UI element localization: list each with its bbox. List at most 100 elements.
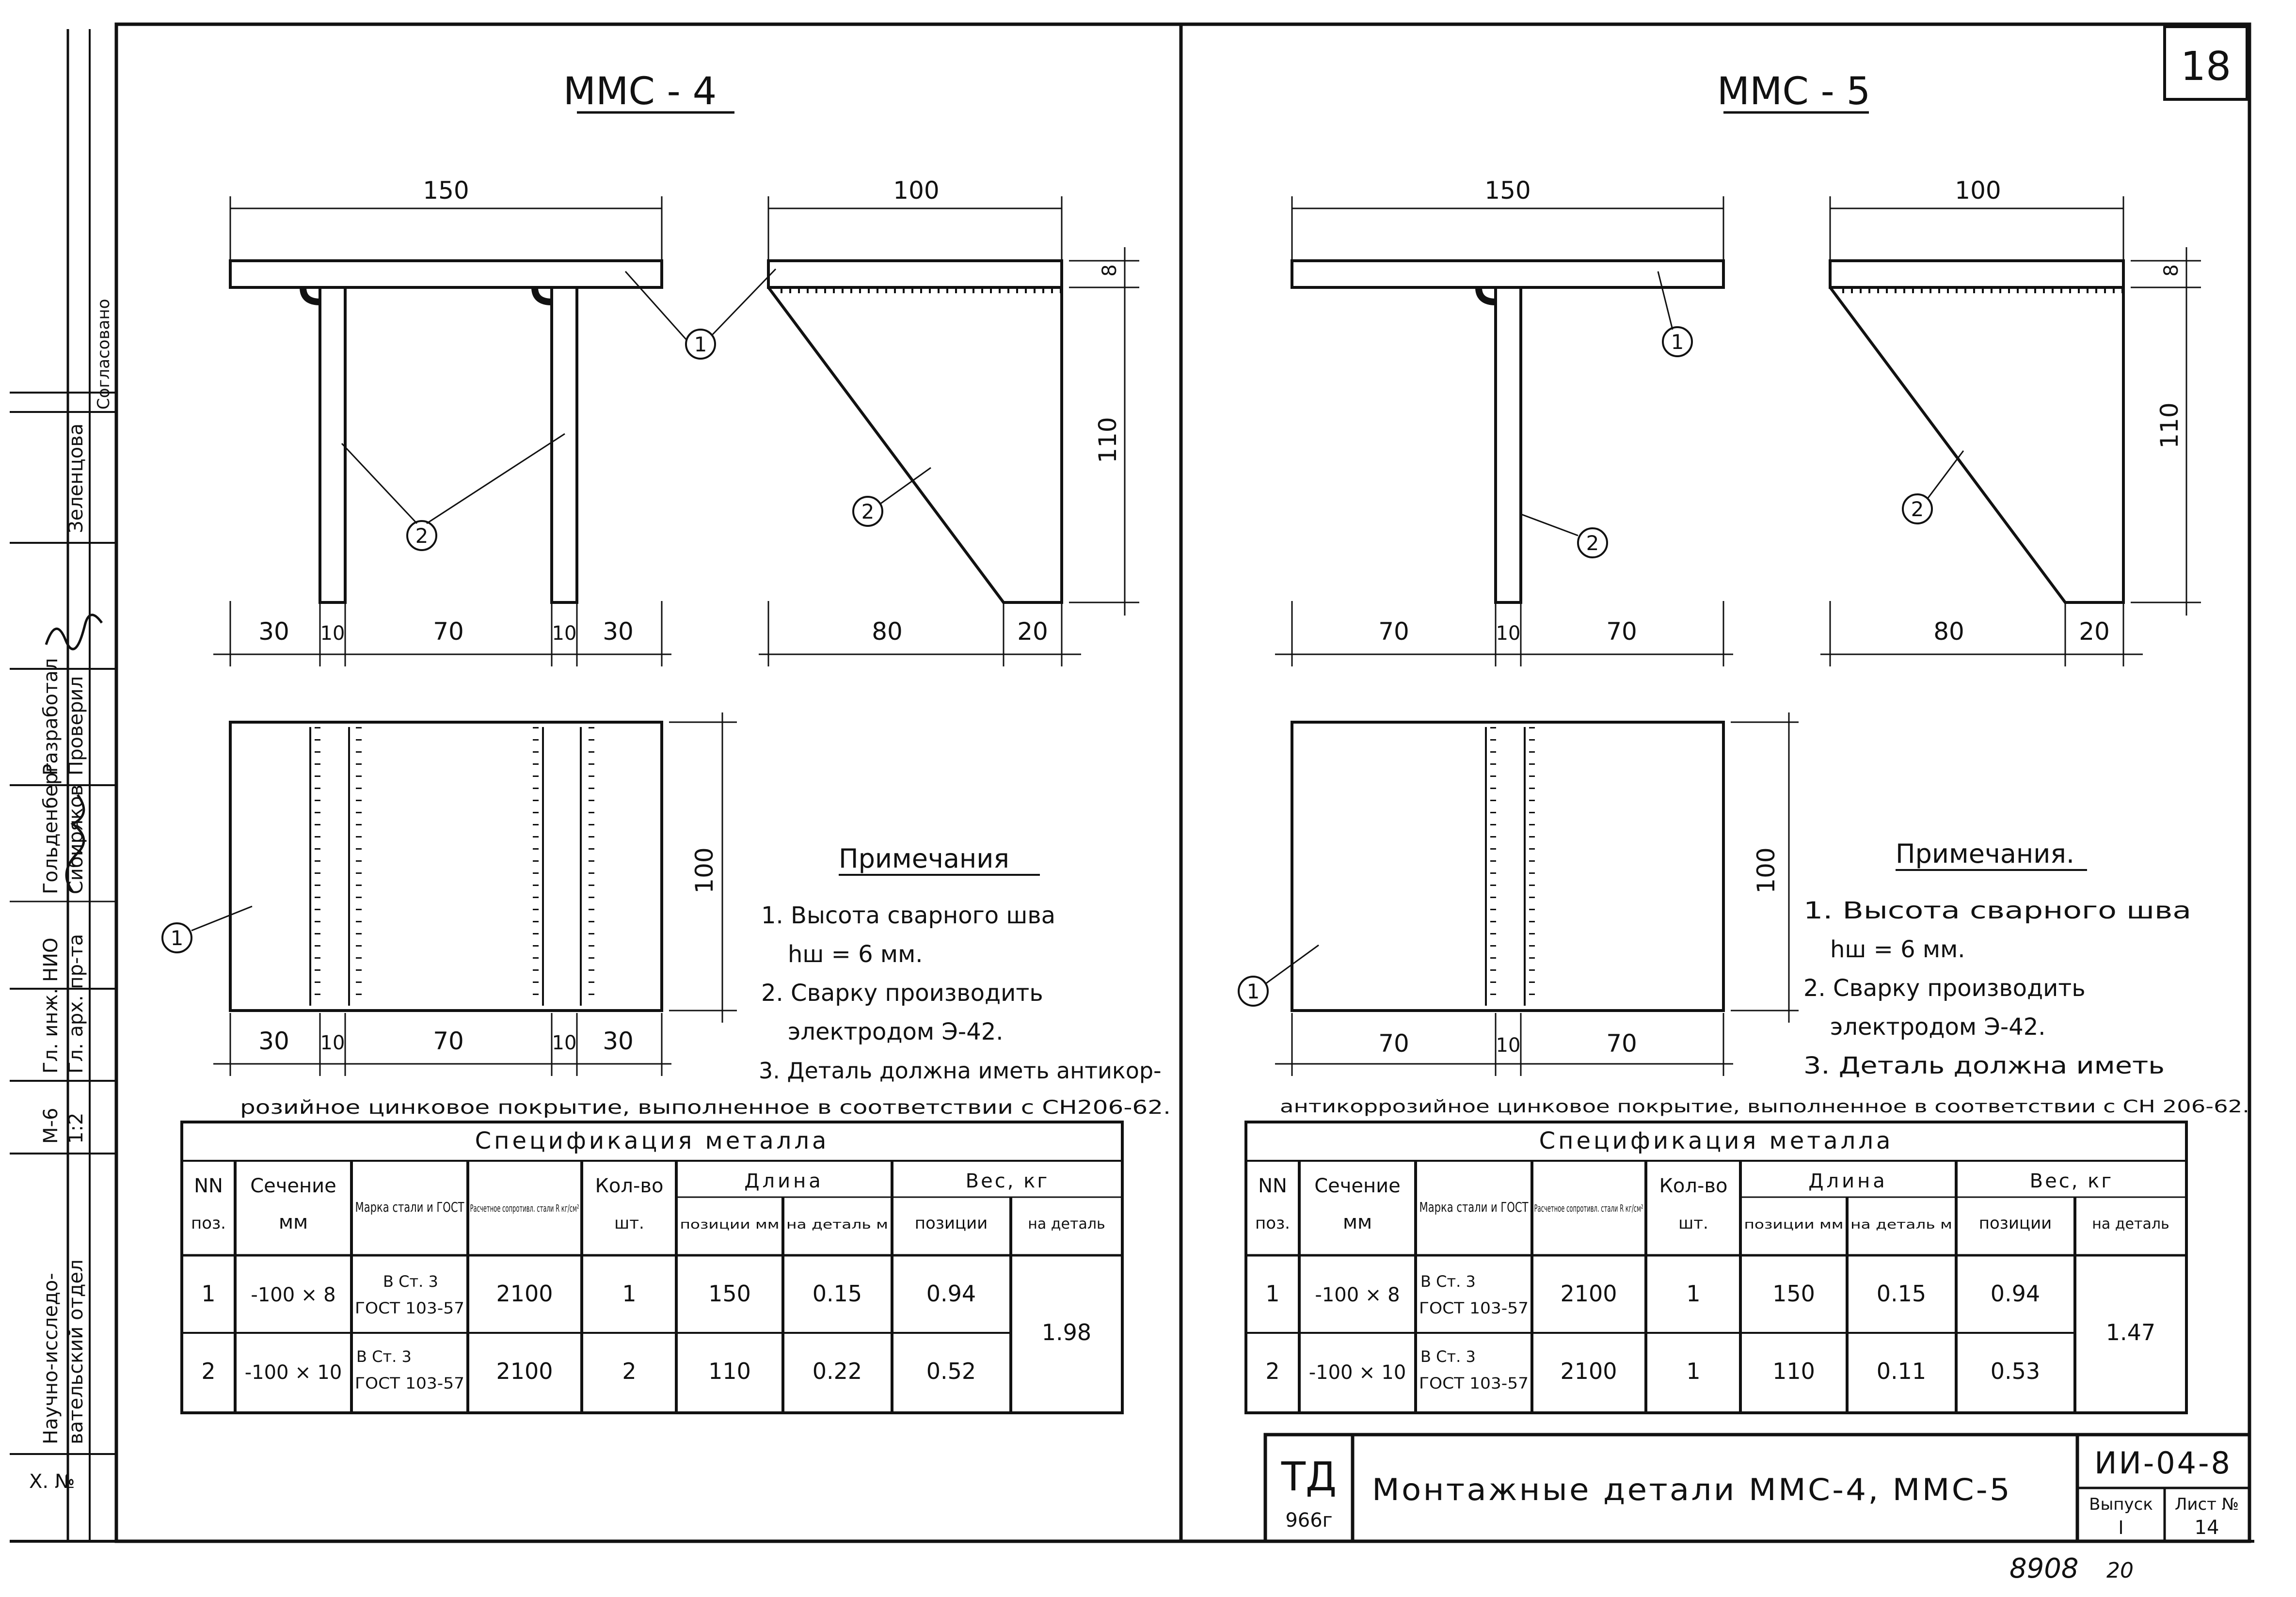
- mmc4-dim-p2: 70: [433, 1027, 464, 1055]
- sheet-number-box: 18: [2163, 25, 2248, 101]
- mmc4-dim-b3: 10: [552, 622, 577, 645]
- mmc5-th-len-pos: позиции мм: [1744, 1218, 1844, 1232]
- mmc5-th-nn: NN: [1258, 1175, 1287, 1197]
- stamp-name-1: Гольденберг: [40, 762, 62, 894]
- mmc5-th-poz: поз.: [1255, 1214, 1290, 1233]
- mmc5-th-length: Длина: [1808, 1170, 1887, 1192]
- title-issue-value: I: [2118, 1517, 2123, 1538]
- mmc5-r2-len-pos: 110: [1772, 1358, 1815, 1384]
- mmc4-th-length: Длина: [744, 1170, 823, 1192]
- mmc5-r2-w-pos: 0.53: [1991, 1358, 2040, 1384]
- mmc5-r2-mark2: ГОСТ 103-57: [1419, 1374, 1529, 1392]
- mmc5-dim-thickness: 8: [2160, 264, 2183, 276]
- mmc5-dim-p2: 70: [1606, 1029, 1637, 1058]
- mmc5-dim-b2: 70: [1606, 617, 1637, 646]
- mmc4-callout-2b: 2: [861, 500, 875, 523]
- mmc5-dim-height: 110: [2155, 402, 2184, 448]
- mmc5-th-len-det: на деталь м: [1850, 1218, 1952, 1232]
- mmc4-r1-w-pos: 0.94: [926, 1281, 976, 1307]
- mmc4-th-len-pos: позиции мм: [680, 1218, 780, 1232]
- mmc4-note-2b: электродом Э-42.: [788, 1018, 1004, 1045]
- mmc5-r1-w-pos: 0.94: [1991, 1281, 2040, 1307]
- mmc4-callout-1b: 1: [171, 926, 184, 950]
- mmc4-spec-table: [180, 1121, 1124, 1414]
- mmc4-dim-p0: 30: [258, 1027, 289, 1055]
- mmc4-th-qty: Кол-во: [595, 1175, 664, 1197]
- stamp-org-1: Научно-исследо-: [40, 1273, 62, 1444]
- mmc4-plan-view: [191, 712, 737, 1076]
- mmc4-dim-thickness: 8: [1099, 264, 1121, 276]
- title-year: 966г: [1285, 1509, 1332, 1532]
- mmc5-r1-mark2: ГОСТ 103-57: [1419, 1299, 1529, 1317]
- mmc4-note-2: 2. Сварку производить: [761, 980, 1043, 1007]
- mmc5-note-2b: электродом Э-42.: [1830, 1013, 2046, 1041]
- mmc4-dim-side-b0: 80: [872, 617, 903, 646]
- mmc4-r2-w-pos: 0.52: [926, 1358, 976, 1384]
- mmc5-dim-plan-height: 100: [1752, 847, 1780, 893]
- mmc4-notes-title: Примечания: [839, 843, 1009, 874]
- mmc4-dim-p4: 30: [603, 1027, 634, 1055]
- mmc5-r2-qty: 1: [1686, 1358, 1700, 1384]
- mmc5-r2-r: 2100: [1560, 1358, 1617, 1384]
- stamp-name-3: Зеленцова: [65, 424, 87, 533]
- mmc5-callout-2a: 2: [1586, 531, 1599, 555]
- title-issue-label: Выпуск: [2089, 1495, 2153, 1514]
- mmc4-dim-height: 110: [1094, 417, 1122, 463]
- mmc5-table-text: Спецификация металла NN поз. Сечение мм …: [1255, 1127, 2169, 1392]
- mmc4-r2-qty: 2: [622, 1358, 636, 1384]
- mmc5-dim-b0: 70: [1378, 617, 1409, 646]
- mmc4-dim-b0: 30: [258, 617, 289, 646]
- mmc4-r1-mark1: В Ст. 3: [383, 1272, 438, 1291]
- mmc4-th-w-det: на деталь: [1028, 1216, 1105, 1233]
- mmc5-note-1b: hш = 6 мм.: [1830, 936, 1965, 963]
- mmc4-title: ММС - 4: [563, 70, 717, 113]
- mmc5-th-w-pos: позиции: [1979, 1214, 2052, 1233]
- mmc5-callout-1b: 1: [1247, 980, 1260, 1003]
- mmc4-note-3b: розийное цинковое покрытие, выполненное …: [240, 1097, 1171, 1119]
- mmc4-table-title: Спецификация металла: [475, 1127, 829, 1154]
- stamp-chief-arch: Гл. арх. пр-та: [65, 934, 87, 1074]
- title-block: ТД 966г Монтажные детали ММС-4, ММС-5 ИИ…: [1263, 1433, 2251, 1543]
- mmc5-th-mark: Марка стали и ГОСТ: [1419, 1199, 1529, 1215]
- mmc4-th-resist: Расчетное сопротивл. стали R кг/см²: [470, 1202, 579, 1214]
- mmc4-r1-nn: 1: [201, 1281, 215, 1307]
- title-code: ИИ-04-8: [2094, 1445, 2232, 1481]
- mmc4-drawing: ММС - 4 150 30 10 70: [161, 70, 1171, 1414]
- title-name: Монтажные детали ММС-4, ММС-5: [1372, 1472, 2012, 1507]
- mmc5-th-qty: Кол-во: [1659, 1175, 1728, 1197]
- stamp-checked: Проверил: [65, 676, 87, 775]
- stamp-org-2: вательский отдел: [65, 1259, 87, 1444]
- mmc4-dim-b4: 30: [603, 617, 634, 646]
- mmc4-r1-len-pos: 150: [708, 1281, 751, 1307]
- mmc5-notes-title: Примечания.: [1896, 838, 2074, 869]
- mmc4-r2-r: 2100: [496, 1358, 553, 1384]
- mmc4-th-qty-unit: шт.: [614, 1214, 644, 1233]
- mmc4-r2-nn: 2: [201, 1358, 215, 1384]
- stamp-scale: 1:2: [65, 1113, 87, 1144]
- mmc5-dim-b1: 10: [1496, 622, 1521, 645]
- stamp-agreed: Согласовано: [94, 299, 113, 410]
- mmc4-th-weight: Вес, кг: [966, 1170, 1050, 1192]
- mmc4-dim-side-b1: 20: [1017, 617, 1048, 646]
- mmc5-side-view: [1820, 196, 2201, 666]
- mmc5-th-section-unit: мм: [1343, 1211, 1372, 1233]
- mmc4-r2-mark1: В Ст. 3: [356, 1347, 412, 1366]
- mmc5-total-weight: 1.47: [2106, 1319, 2155, 1345]
- mmc5-th-qty-unit: шт.: [1678, 1214, 1708, 1233]
- mmc5-table-title: Спецификация металла: [1539, 1127, 1894, 1154]
- signature-2: [65, 794, 85, 893]
- archive-subnumber: 20: [2106, 1558, 2134, 1583]
- stamp-code: М-6: [40, 1108, 62, 1144]
- mmc4-th-nn: NN: [194, 1175, 223, 1197]
- stamp-developed: Разработал: [40, 658, 62, 775]
- mmc5-front-view: [1275, 196, 1733, 666]
- mmc5-dim-side-b1: 20: [2079, 617, 2110, 646]
- mmc4-th-poz: поз.: [191, 1214, 226, 1233]
- title-sheet-value: 14: [2195, 1517, 2219, 1539]
- mmc4-front-view: [213, 196, 687, 666]
- mmc5-r1-len-pos: 150: [1772, 1281, 1815, 1307]
- mmc4-r1-section: -100 × 8: [251, 1284, 335, 1306]
- mmc4-r1-r: 2100: [496, 1281, 553, 1307]
- mmc4-r1-qty: 1: [622, 1281, 636, 1307]
- mmc4-dim-b1: 10: [320, 622, 345, 645]
